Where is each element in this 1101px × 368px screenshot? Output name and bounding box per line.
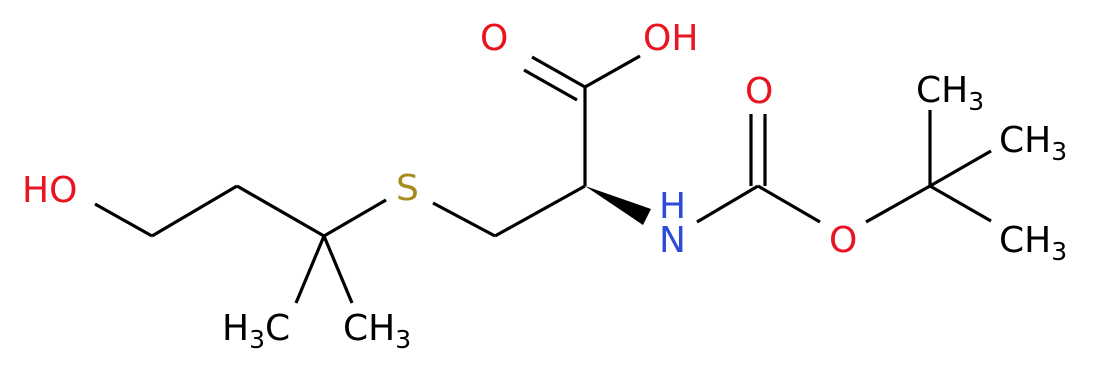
bond-lines bbox=[94, 54, 992, 304]
bond-ctert-ch3-low bbox=[929, 184, 992, 223]
bond-o-ctert bbox=[865, 184, 931, 224]
atom-labels: HO S H3C CH3 O OH H N O O CH3 CH3 CH3 bbox=[22, 18, 1067, 354]
bond-cq-ch3-left bbox=[294, 235, 326, 304]
atom-ch3-bottom-left: H3C bbox=[222, 308, 290, 354]
atom-acid-oh: OH bbox=[643, 18, 698, 59]
atom-carbonyl-o-boc: O bbox=[745, 71, 773, 112]
bond-cq-s bbox=[323, 198, 387, 238]
bond-oh-c1 bbox=[94, 202, 153, 238]
bond-cooh-double-a bbox=[531, 55, 586, 89]
bond-cooh-double-b bbox=[523, 68, 578, 102]
bond-c2-cq bbox=[236, 184, 325, 238]
bond-cooh-oh bbox=[584, 54, 641, 89]
bond-n-ccarbonyl bbox=[696, 184, 759, 224]
atom-nh-n: N bbox=[659, 220, 686, 261]
atom-nh-h: H bbox=[659, 186, 686, 227]
atom-sulfur: S bbox=[396, 168, 419, 209]
atom-ester-o: O bbox=[829, 220, 857, 261]
bond-wedge-nh bbox=[585, 186, 651, 225]
bond-ctert-ch3-mid bbox=[929, 149, 992, 188]
atom-carbonyl-o-acid: O bbox=[480, 18, 508, 59]
atom-ho-left: HO bbox=[22, 170, 77, 211]
bond-s-ch2 bbox=[432, 201, 496, 238]
atom-ch3-low: CH3 bbox=[999, 220, 1067, 266]
bond-cq-ch3-right bbox=[322, 235, 354, 304]
bond-ch2-calpha bbox=[494, 184, 586, 238]
bond-ccarbonyl-o bbox=[757, 184, 821, 224]
atom-ch3-bottom-right: CH3 bbox=[343, 308, 411, 354]
atom-ch3-top: CH3 bbox=[916, 70, 984, 116]
atom-ch3-mid: CH3 bbox=[999, 120, 1067, 166]
bond-c1-c2 bbox=[151, 184, 238, 238]
